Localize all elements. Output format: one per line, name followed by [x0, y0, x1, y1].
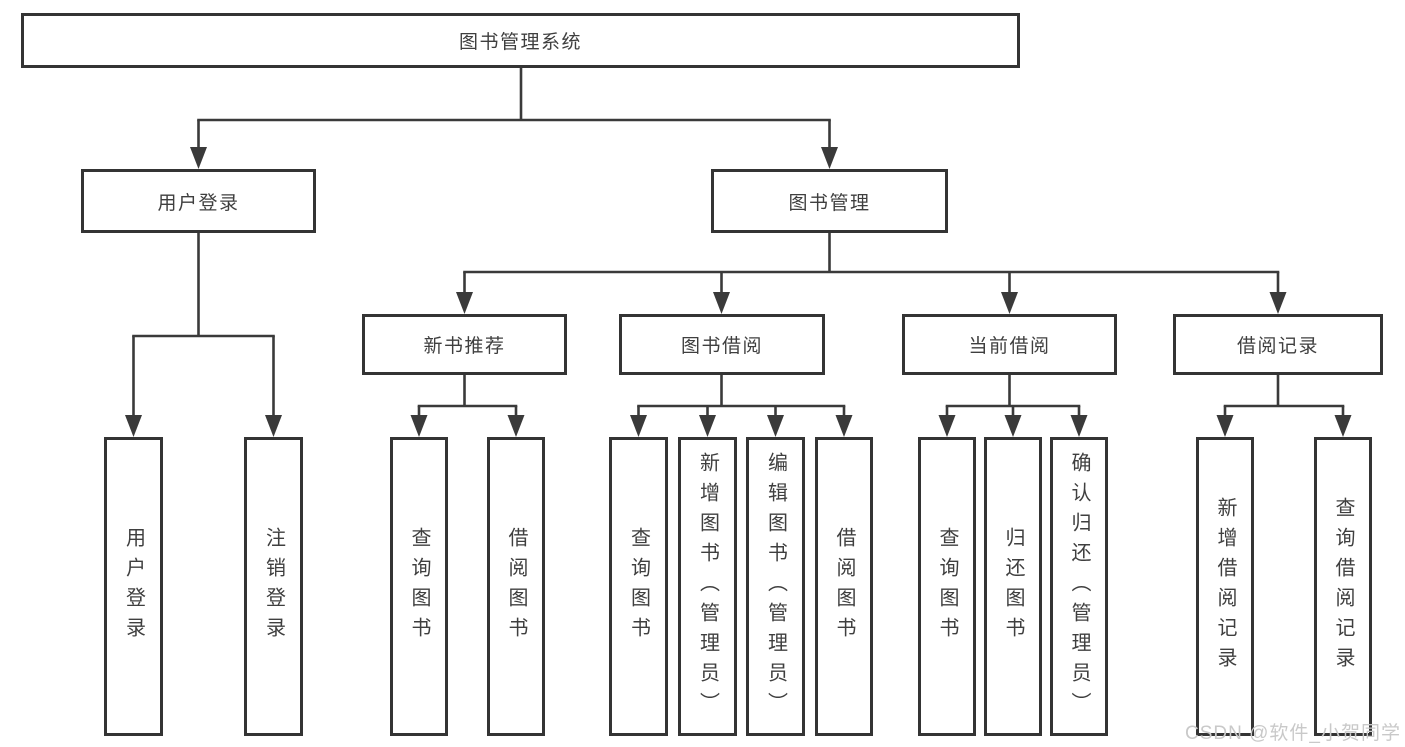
- node-label: 编辑图书（管理员）: [764, 451, 787, 722]
- node-label: 查询图书: [627, 526, 650, 647]
- node-label: 新增借阅记录: [1214, 496, 1236, 677]
- node-current-borrowing: 当前借阅: [902, 314, 1117, 375]
- node-label: 确认归还（管理员）: [1068, 451, 1090, 722]
- leaf-logout: 注销登录: [244, 437, 303, 736]
- node-label: 新增图书（管理员）: [696, 451, 719, 722]
- leaf-borrow-add-books-admin: 新增图书（管理员）: [678, 437, 737, 736]
- node-system-root: 图书管理系统: [21, 13, 1020, 68]
- node-label: 图书管理系统: [458, 32, 582, 53]
- node-label: 归还图书: [1002, 526, 1024, 647]
- node-label: 借阅图书: [833, 526, 855, 647]
- leaf-current-query-books: 查询图书: [918, 437, 976, 736]
- leaf-recommend-query-books: 查询图书: [390, 437, 448, 736]
- node-label: 借阅记录: [1236, 336, 1319, 357]
- node-label: 图书管理: [788, 192, 871, 214]
- node-borrowing-records: 借阅记录: [1173, 314, 1383, 375]
- node-book-borrowing: 图书借阅: [619, 314, 825, 375]
- node-label: 新书推荐: [423, 336, 506, 357]
- node-label: 查询借阅记录: [1332, 496, 1354, 677]
- csdn-watermark: CSDN @软件_小贺同学: [1185, 723, 1401, 744]
- leaf-borrow-borrow-books: 借阅图书: [815, 437, 873, 736]
- leaf-records-add-record: 新增借阅记录: [1196, 437, 1254, 736]
- node-new-book-recommend: 新书推荐: [362, 314, 567, 375]
- node-label: 注销登录: [262, 526, 285, 647]
- node-label: 查询图书: [408, 526, 430, 647]
- node-label: 用户登录: [157, 192, 240, 214]
- node-label: 图书借阅: [680, 336, 763, 357]
- leaf-current-confirm-return-admin: 确认归还（管理员）: [1050, 437, 1108, 736]
- leaf-user-login: 用户登录: [104, 437, 163, 736]
- node-label: 当前借阅: [968, 336, 1051, 357]
- leaf-recommend-borrow-books: 借阅图书: [487, 437, 545, 736]
- node-label: 查询图书: [936, 526, 958, 647]
- leaf-current-return-books: 归还图书: [984, 437, 1042, 736]
- leaf-borrow-query-books: 查询图书: [609, 437, 668, 736]
- leaf-borrow-edit-books-admin: 编辑图书（管理员）: [746, 437, 805, 736]
- node-book-management: 图书管理: [711, 169, 948, 233]
- node-label: 借阅图书: [505, 526, 527, 647]
- leaf-records-query-record: 查询借阅记录: [1314, 437, 1372, 736]
- node-label: 用户登录: [122, 526, 145, 647]
- node-user-login: 用户登录: [81, 169, 316, 233]
